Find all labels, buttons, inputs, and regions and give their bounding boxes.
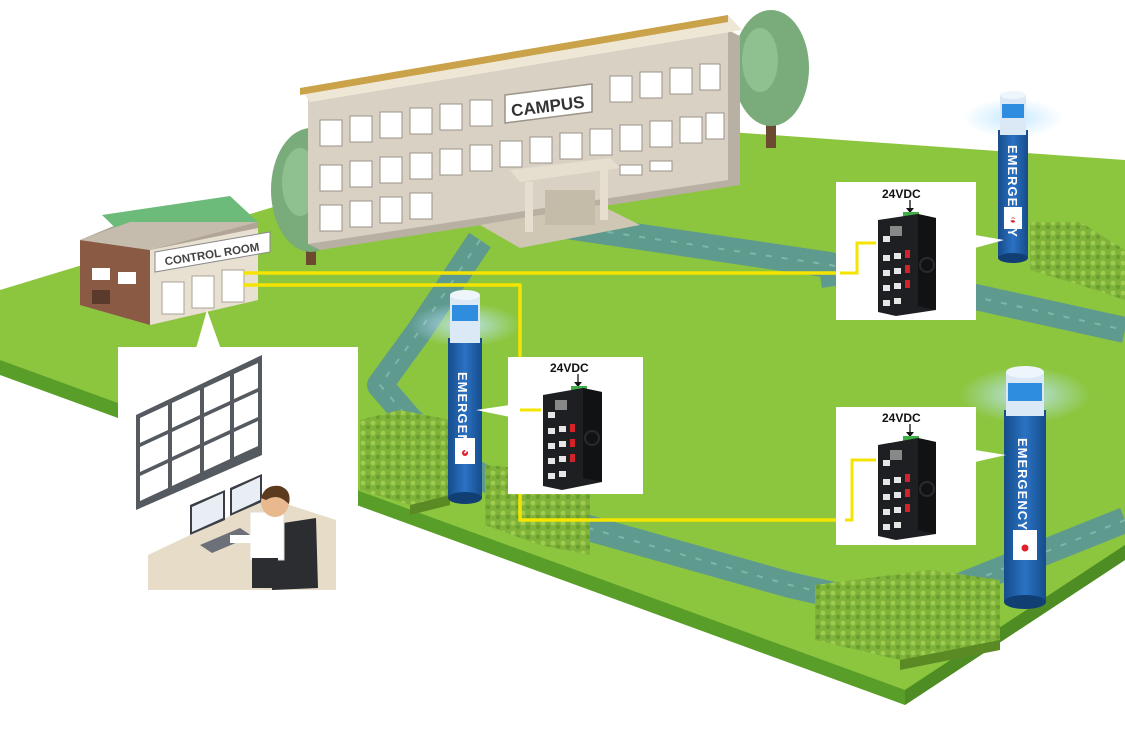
emergency-tower-left: EMERGENCY: [410, 290, 520, 504]
power-label: 24VDC: [550, 361, 589, 375]
power-label: 24VDC: [882, 411, 921, 425]
emergency-label: EMERGENCY: [1015, 438, 1030, 531]
hedge-icon: [360, 410, 450, 515]
switch-icon: [878, 214, 936, 316]
tree-icon: [733, 10, 809, 148]
campus-building: CAMPUS: [300, 15, 742, 250]
operator-icon: [230, 485, 318, 590]
emergency-label: EMERGENCY: [455, 372, 470, 465]
hedge-icon: [815, 570, 1000, 670]
walkway-edge: [378, 224, 1125, 612]
switch-callout-top-right: 24VDC: [836, 182, 1004, 320]
control-room-building: CONTROL ROOM: [80, 196, 271, 325]
switch-callout-center: 24VDC: [476, 357, 643, 494]
emergency-label: EMERGENCY: [1005, 145, 1020, 238]
switch-callout-bottom-right: 24VDC: [836, 407, 1006, 545]
switch-icon: [878, 438, 936, 540]
emergency-tower-bottom-right: EMERGENCY: [960, 366, 1090, 609]
emergency-tower-top-right: EMERGENCY: [963, 91, 1063, 263]
power-label: 24VDC: [882, 187, 921, 201]
switch-icon: [543, 388, 602, 490]
hedge-icon: [1030, 222, 1125, 300]
control-room-callout: [118, 310, 358, 590]
video-wall-icon: [136, 355, 262, 510]
